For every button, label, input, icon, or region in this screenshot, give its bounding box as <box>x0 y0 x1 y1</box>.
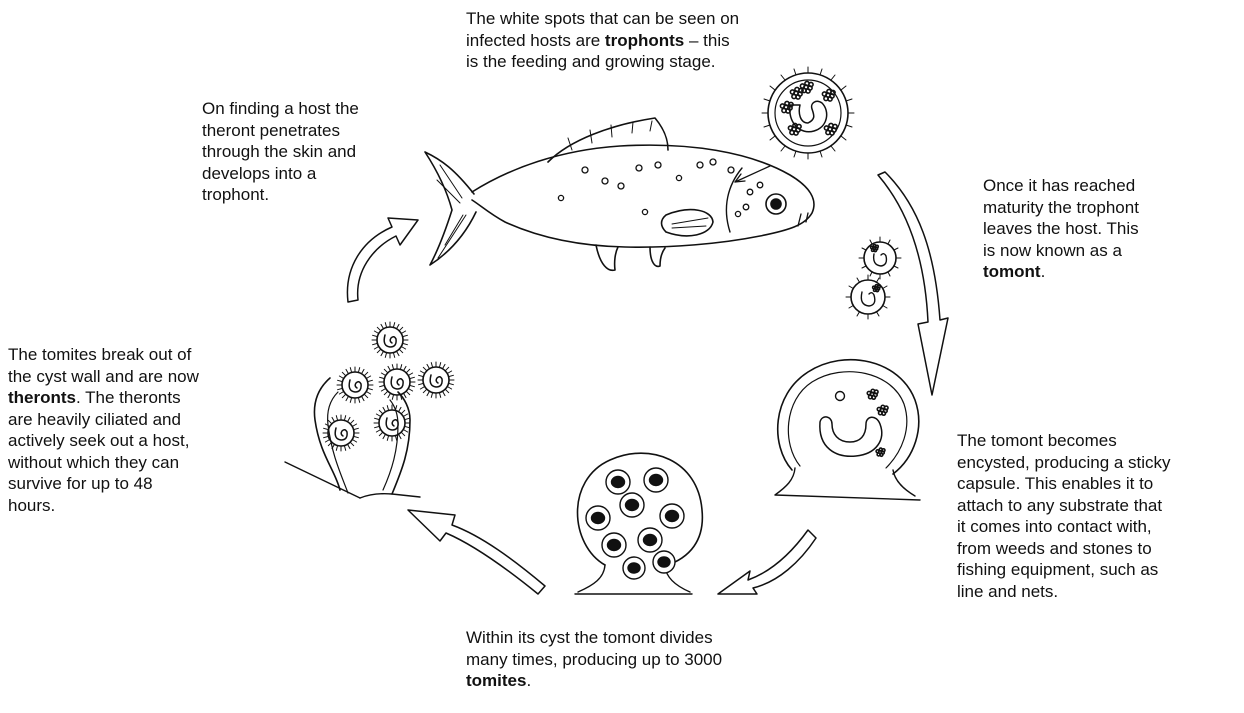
dividing-cyst-icon <box>575 453 702 594</box>
caption-keyword: tomont <box>983 262 1041 281</box>
theront-icon <box>285 322 454 498</box>
caption-keyword: trophonts <box>604 30 685 50</box>
caption-text: maturity the trophont <box>983 197 1139 217</box>
caption-text: – this <box>684 30 730 50</box>
caption-text: are heavily ciliated and <box>8 409 181 429</box>
caption-keyword: tomites <box>466 671 527 690</box>
caption-host-infection: On finding a host the theront penetrates t… <box>202 98 412 206</box>
caption-text: many times, producing up to 3000 <box>466 649 723 669</box>
caption-encysted-stage: The tomont becomes encysted, producing a … <box>957 430 1237 602</box>
caption-text: is now known as a <box>983 240 1122 260</box>
caption-text: trophont. <box>202 185 270 204</box>
caption-text: . <box>1040 262 1046 281</box>
caption-text: . The theronts <box>76 388 181 407</box>
caption-text: it comes into contact with, <box>957 517 1152 536</box>
caption-text: The tomont becomes <box>957 431 1117 450</box>
caption-text: without which they can <box>8 452 180 472</box>
caption-division-stage: Within its cyst the tomont divides many t… <box>466 627 806 692</box>
caption-text: The tomites break out of <box>8 345 192 364</box>
caption-text: Once it has reached <box>983 176 1136 195</box>
caption-text: leaves the host. This <box>983 219 1139 238</box>
caption-text: fishing equipment, such as <box>957 560 1159 579</box>
caption-text: the cyst wall and are now <box>8 366 199 386</box>
caption-text: attach to any substrate that <box>957 495 1163 515</box>
encysted-tomont-icon <box>775 360 920 500</box>
caption-text: is the feeding and growing stage. <box>466 52 716 71</box>
tomont-icon <box>846 237 901 319</box>
caption-text: hours. <box>8 495 56 515</box>
caption-text: develops into a <box>202 163 317 183</box>
caption-text: capsule. This enables it to <box>957 474 1154 493</box>
caption-theront-stage: The tomites break out of the cyst wall an… <box>8 344 283 516</box>
caption-keyword: theronts <box>8 388 76 407</box>
fish-icon <box>425 118 814 270</box>
caption-text: theront penetrates <box>202 120 340 140</box>
caption-text: encysted, producing a sticky <box>957 452 1171 472</box>
trophont-icon <box>762 67 854 159</box>
caption-text: The white spots that can be seen on <box>466 9 740 28</box>
caption-text: line and nets. <box>957 581 1059 601</box>
caption-text: through the skin and <box>202 142 357 161</box>
caption-text: infected hosts are <box>466 30 605 50</box>
caption-text: survive for up to 48 <box>8 474 153 493</box>
caption-text: from weeds and stones to <box>957 538 1152 558</box>
caption-trophont-stage: The white spots that can be seen on infec… <box>466 8 826 73</box>
caption-text: . <box>526 671 532 690</box>
caption-tomont-stage: Once it has reached maturity the trophont… <box>983 175 1223 283</box>
caption-text: On finding a host the <box>202 99 359 118</box>
caption-text: Within its cyst the tomont divides <box>466 628 713 647</box>
cycle-arrow-icon <box>347 172 948 594</box>
caption-text: actively seek out a host, <box>8 431 190 450</box>
